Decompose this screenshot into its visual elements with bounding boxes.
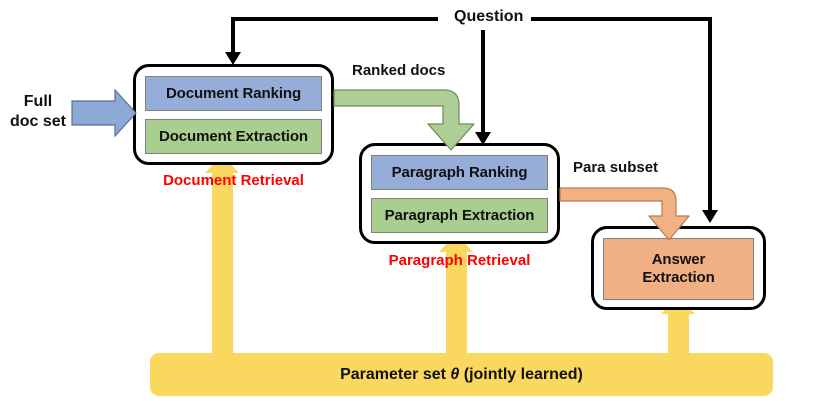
question-to-paragraph-line xyxy=(481,30,485,136)
parameter-set-prefix: Parameter set xyxy=(340,365,451,383)
caption-paragraph-retrieval: Paragraph Retrieval xyxy=(388,252,531,269)
label-para-subset: Para subset xyxy=(573,159,659,176)
label-question: Question xyxy=(446,8,532,26)
block-paragraph-ranking[interactable]: Paragraph Ranking xyxy=(371,155,548,190)
label-ranked-docs: Ranked docs xyxy=(352,62,446,79)
module-paragraph-retrieval[interactable]: Paragraph Ranking Paragraph Extraction xyxy=(359,143,560,244)
label-full-doc-set-line2: doc set xyxy=(9,113,66,131)
answer-extraction-label-line2: Extraction xyxy=(642,269,715,286)
module-document-retrieval[interactable]: Document Ranking Document Extraction xyxy=(133,64,334,165)
parameter-feed-answer-stem xyxy=(668,313,689,357)
block-document-ranking[interactable]: Document Ranking xyxy=(145,76,322,111)
block-paragraph-extraction[interactable]: Paragraph Extraction xyxy=(371,198,548,233)
question-to-answer-arrowhead xyxy=(702,210,718,223)
label-full-doc-set: Full doc set xyxy=(6,92,70,133)
question-to-answer-line xyxy=(708,17,712,214)
ranked-docs-arrow xyxy=(333,89,475,151)
parameter-set-label: Parameter set θ (jointly learned) xyxy=(340,366,583,384)
question-to-paragraph-arrowhead xyxy=(475,132,491,145)
answer-extraction-label-line1: Answer xyxy=(651,251,706,269)
full-doc-set-arrow xyxy=(71,88,137,138)
block-answer-extraction[interactable]: Answer Extraction xyxy=(603,238,754,300)
caption-document-retrieval: Document Retrieval xyxy=(163,172,304,189)
question-to-document-line xyxy=(231,17,235,56)
question-bus-left-line xyxy=(231,17,438,21)
module-answer-extraction[interactable]: Answer Extraction xyxy=(591,226,766,310)
parameter-feed-document-stem xyxy=(212,172,233,357)
parameter-feed-paragraph-stem xyxy=(446,251,467,357)
block-document-extraction[interactable]: Document Extraction xyxy=(145,119,322,154)
parameter-set-theta-symbol: θ xyxy=(450,365,460,383)
question-to-document-arrowhead xyxy=(225,52,241,65)
parameter-set-suffix: (jointly learned) xyxy=(459,365,583,383)
label-full-doc-set-line1: Full xyxy=(23,93,53,110)
parameter-set-bar[interactable]: Parameter set θ (jointly learned) xyxy=(150,353,773,396)
question-bus-right-line xyxy=(528,17,712,21)
